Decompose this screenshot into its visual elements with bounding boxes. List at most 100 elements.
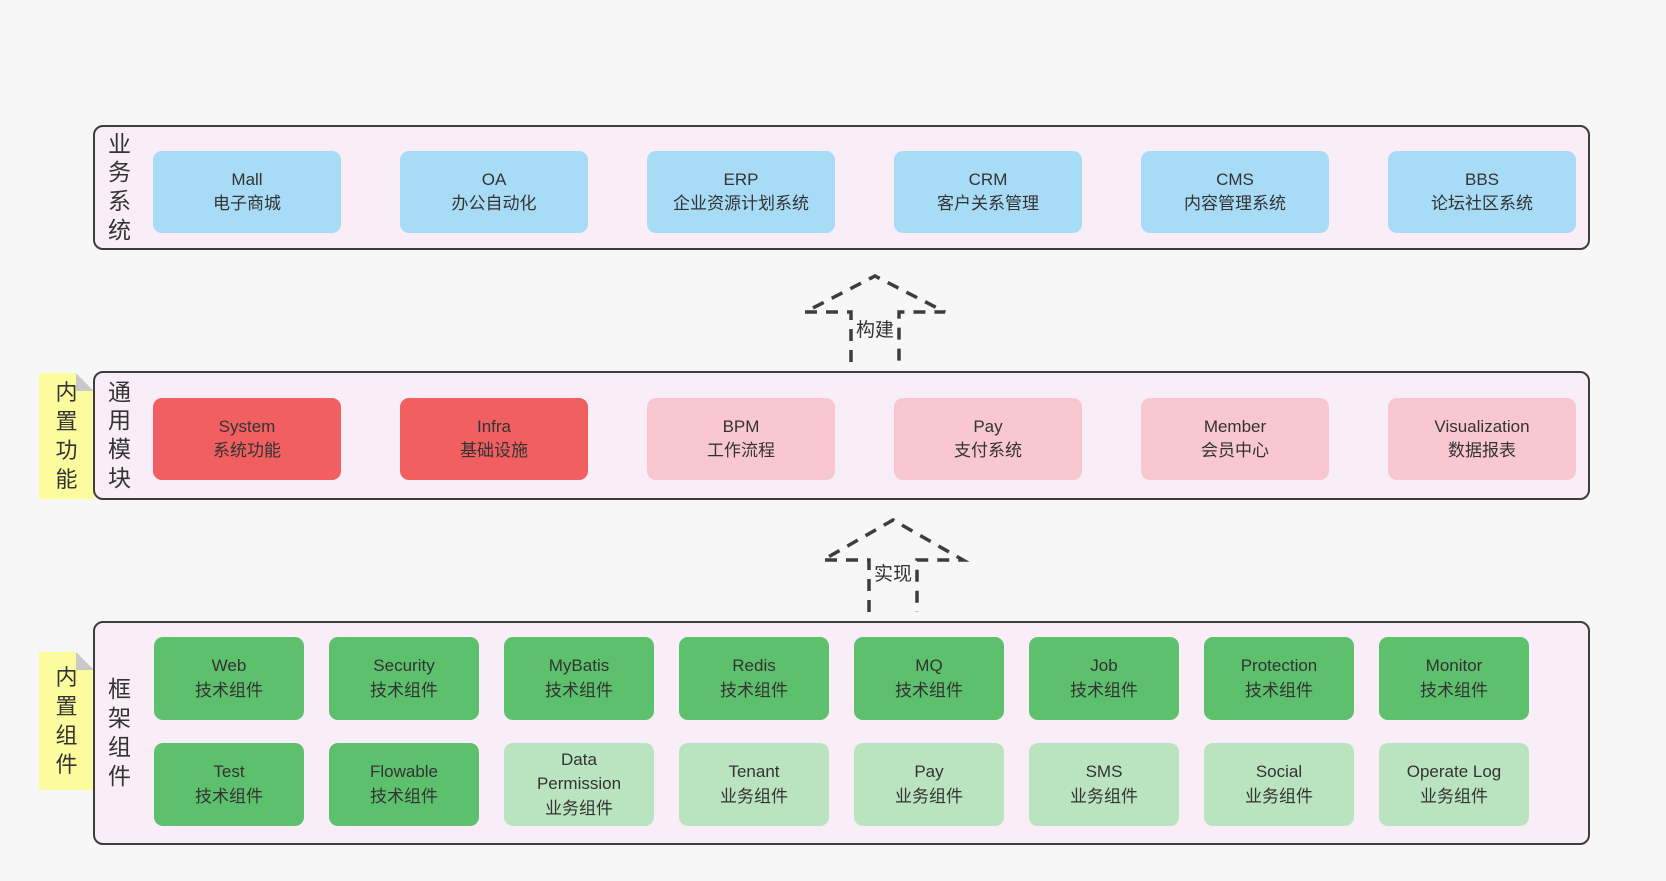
box-subtitle: 技术组件 [1420,680,1488,700]
box-system: System 系统功能 [153,398,341,480]
box-title: Redis [732,656,776,676]
box-row: Test 技术组件 Flowable 技术组件 Data Permission … [154,743,1529,826]
box-title: Member [1203,416,1267,436]
box-bpm: BPM 工作流程 [647,398,835,480]
box-title: MyBatis [548,656,610,676]
box-title: Job [1090,656,1118,676]
box-mall: Mall 电子商城 [153,151,341,233]
box-subtitle: 业务组件 [1420,786,1488,806]
sticky-note-builtin-features: 内置功能 [39,373,94,499]
box-subtitle: 论坛社区系统 [1431,194,1533,213]
box-title: OA [481,169,507,189]
box-subtitle: 技术组件 [195,786,263,806]
box-title: MQ [915,656,943,676]
box-sms: SMS 业务组件 [1029,743,1179,826]
box-subtitle: 工作流程 [707,441,775,460]
box-row: Web 技术组件 Security 技术组件 MyBatis 技术组件 Redi… [154,637,1529,720]
box-subtitle: 业务组件 [720,786,788,806]
box-title: CRM [968,169,1008,189]
sticky-note-builtin-components: 内置组件 [39,652,94,790]
box-title: Flowable [369,762,439,782]
box-subtitle: 内容管理系统 [1184,194,1286,213]
box-title: BPM [722,416,760,436]
box-subtitle: 技术组件 [720,680,788,700]
box-erp: ERP 企业资源计划系统 [647,151,835,233]
box-protection: Protection 技术组件 [1204,637,1354,720]
box-title: ERP [723,169,759,189]
box-subtitle: 技术组件 [545,680,613,700]
arrow-build: 构建 [804,274,946,362]
box-infra: Infra 基础设施 [400,398,588,480]
box-subtitle: 技术组件 [1245,680,1313,700]
band-framework-components: 框架组件 Web 技术组件 Security 技术组件 MyBatis 技术组件… [93,621,1590,845]
box-oa: OA 办公自动化 [400,151,588,233]
box-title: Protection [1240,656,1318,676]
box-subtitle: 办公自动化 [451,194,537,213]
box-title: Operate Log [1406,762,1502,782]
box-monitor: Monitor 技术组件 [1379,637,1529,720]
box-subtitle: 业务组件 [895,786,963,806]
box-subtitle: 电子商城 [213,194,281,213]
box-operate-log: Operate Log 业务组件 [1379,743,1529,826]
box-title: SMS [1085,762,1123,782]
band-label: 通用模块 [108,378,131,492]
box-row: System 系统功能 Infra 基础设施 BPM 工作流程 Pay 支付系统… [153,398,1576,480]
box-bbs: BBS 论坛社区系统 [1388,151,1576,233]
sticky-note-label: 内置功能 [55,379,78,493]
box-title: Pay [973,416,1003,436]
box-subtitle: 业务组件 [1070,786,1138,806]
box-title: Test [213,762,245,782]
note-fold-corner [76,373,94,391]
arrow-implement: 实现 [816,517,970,612]
box-subtitle: 技术组件 [895,680,963,700]
box-subtitle: 会员中心 [1201,441,1269,460]
box-member: Member 会员中心 [1141,398,1329,480]
box-title: BBS [1464,169,1500,189]
box-title: Security [373,656,435,676]
box-pay-biz: Pay 业务组件 [854,743,1004,826]
box-job: Job 技术组件 [1029,637,1179,720]
box-title: Data Permission [536,749,622,794]
box-row: Mall 电子商城 OA 办公自动化 ERP 企业资源计划系统 CRM 客户关系… [153,151,1576,233]
box-title: Mall [231,169,263,189]
box-security: Security 技术组件 [329,637,479,720]
box-subtitle: 支付系统 [954,441,1022,460]
box-subtitle: 企业资源计划系统 [673,194,809,213]
box-title: CMS [1216,169,1254,189]
dashed-up-arrow-icon [804,274,946,362]
box-subtitle: 技术组件 [370,680,438,700]
box-subtitle: 技术组件 [195,680,263,700]
box-title: Visualization [1434,416,1530,436]
box-title: Social [1255,762,1303,782]
box-web: Web 技术组件 [154,637,304,720]
band-label: 框架组件 [108,676,131,789]
band-label: 业务系统 [108,130,131,244]
box-social: Social 业务组件 [1204,743,1354,826]
box-subtitle: 技术组件 [370,786,438,806]
box-subtitle: 基础设施 [460,441,528,460]
box-subtitle: 客户关系管理 [937,194,1039,213]
box-test: Test 技术组件 [154,743,304,826]
box-title: Infra [476,416,512,436]
arrow-implement-label: 实现 [871,559,915,586]
band-business-systems: 业务系统 Mall 电子商城 OA 办公自动化 ERP 企业资源计划系统 CRM… [93,125,1590,250]
box-crm: CRM 客户关系管理 [894,151,1082,233]
box-mybatis: MyBatis 技术组件 [504,637,654,720]
box-cms: CMS 内容管理系统 [1141,151,1329,233]
arrow-build-label: 构建 [853,315,897,342]
box-subtitle: 业务组件 [1245,786,1313,806]
box-subtitle: 系统功能 [213,441,281,460]
box-pay: Pay 支付系统 [894,398,1082,480]
box-flowable: Flowable 技术组件 [329,743,479,826]
box-title: Tenant [728,762,780,782]
box-title: System [218,416,276,436]
box-data-permission: Data Permission 业务组件 [504,743,654,826]
band-common-modules: 通用模块 System 系统功能 Infra 基础设施 BPM 工作流程 Pay… [93,371,1590,500]
box-mq: MQ 技术组件 [854,637,1004,720]
box-tenant: Tenant 业务组件 [679,743,829,826]
box-title: Monitor [1425,656,1483,676]
box-subtitle: 业务组件 [545,798,613,818]
box-subtitle: 技术组件 [1070,680,1138,700]
box-title: Pay [914,762,944,782]
box-redis: Redis 技术组件 [679,637,829,720]
